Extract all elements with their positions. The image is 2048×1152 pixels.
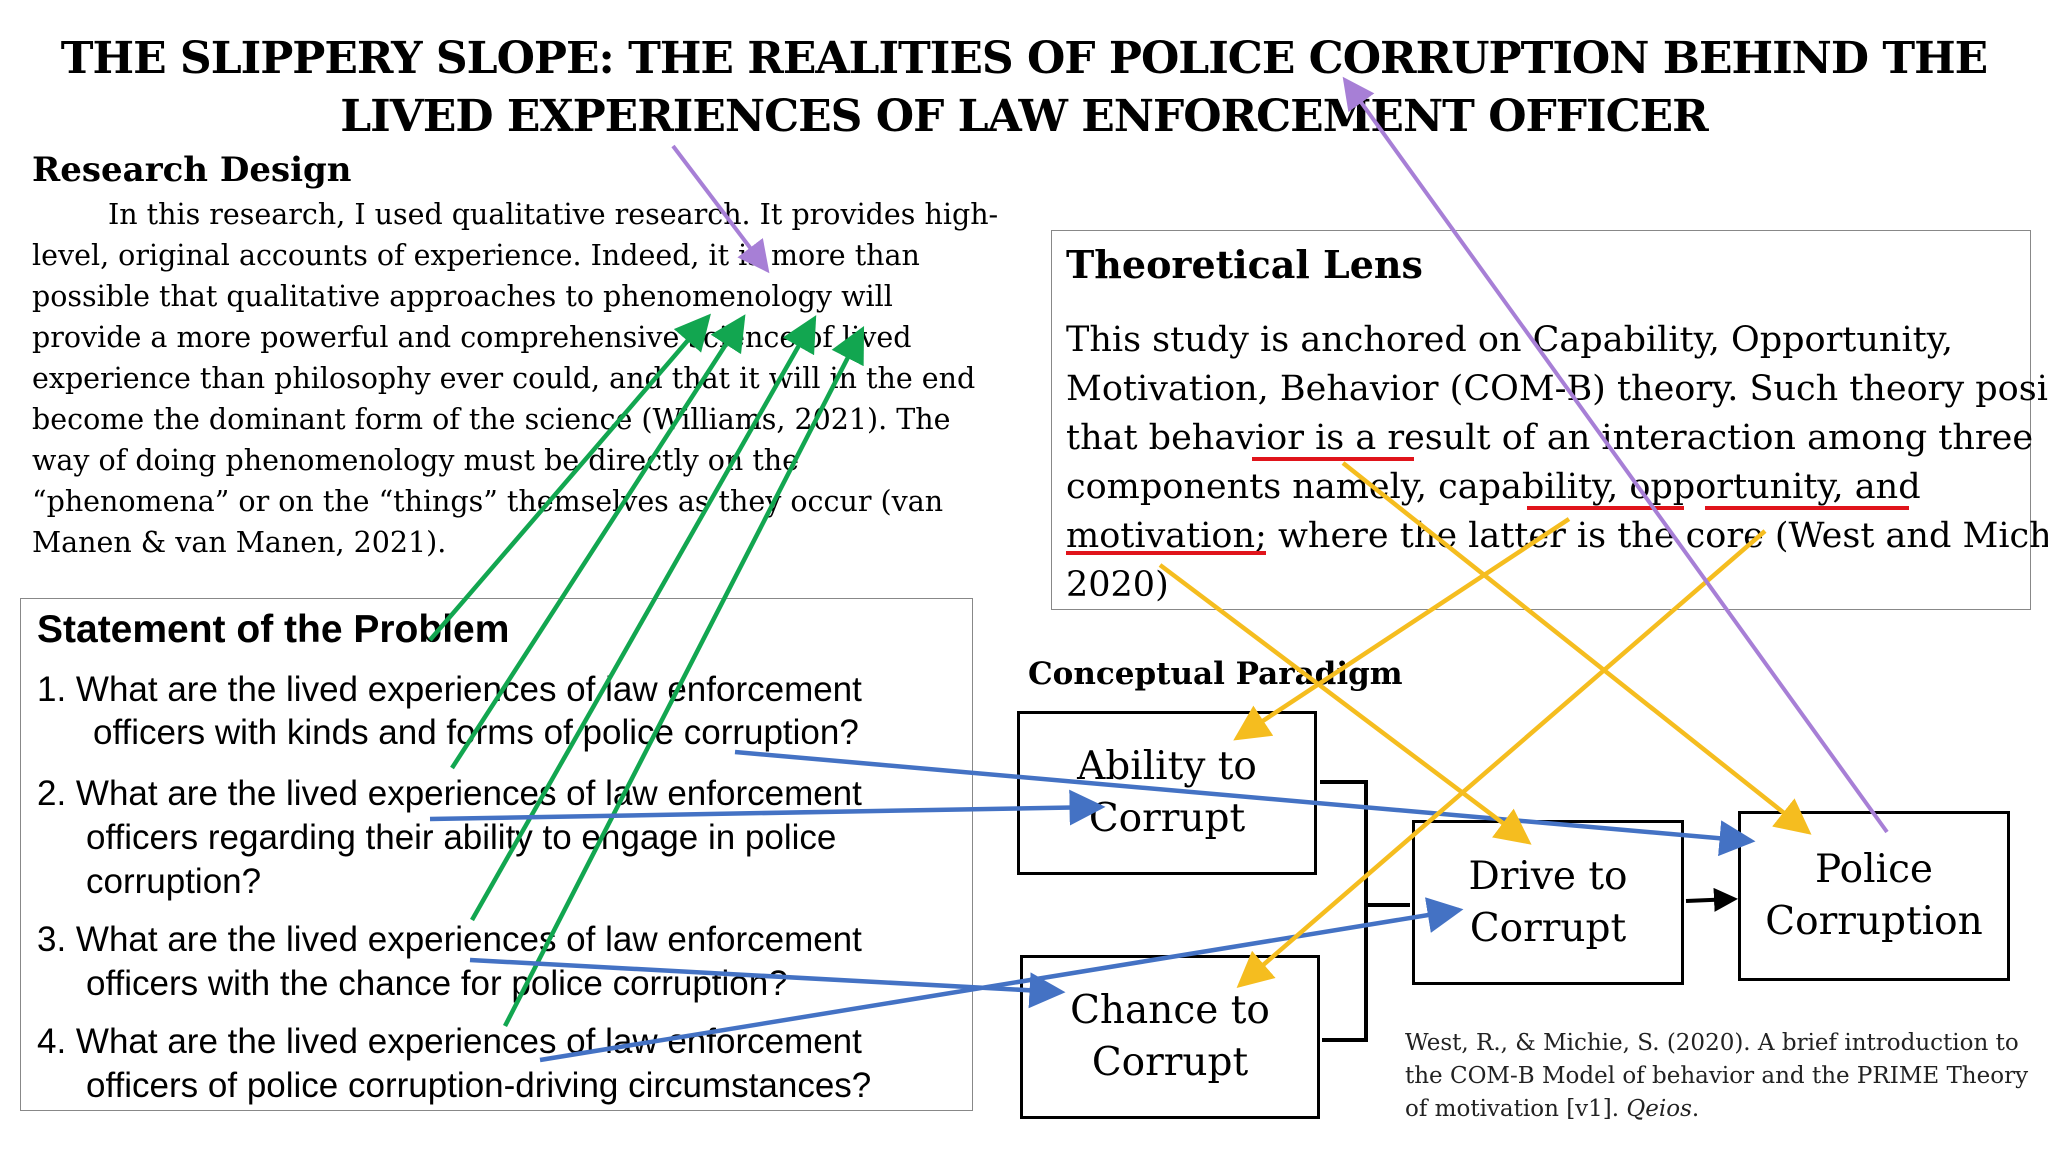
tl-line: Motivation, Behavior (COM-B) theory. Suc… — [1066, 369, 2048, 409]
node-label: Corruption — [1765, 899, 1983, 944]
rd-line: experience than philosophy ever could, a… — [32, 362, 976, 395]
node-label: Corrupt — [1469, 905, 1627, 951]
tl-line: This study is anchored on Capability, Op… — [1066, 320, 1953, 360]
rd-line: become the dominant form of the science … — [32, 403, 951, 436]
title-line-2: LIVED EXPERIENCES OF LAW ENFORCEMENT OFF… — [340, 91, 1709, 142]
question-4-line: 4. What are the lived experiences of law… — [37, 1022, 862, 1061]
node-label: Drive to — [1468, 853, 1628, 899]
node-label: Ability to — [1077, 744, 1257, 789]
bracket-connector — [1320, 780, 1368, 1042]
rd-line: In this research, I used qualitative res… — [108, 198, 999, 231]
theoretical-lens-heading: Theoretical Lens — [1066, 242, 1423, 287]
node-label: Chance to — [1070, 988, 1270, 1033]
rd-line: possible that qualitative approaches to … — [32, 280, 893, 313]
node-label: Corrupt — [1088, 796, 1246, 841]
statement-of-problem-heading: Statement of the Problem — [37, 608, 510, 651]
reference-line: of motivation [v1]. Qeios. — [1405, 1093, 2028, 1126]
theoretical-lens-body: This study is anchored on Capability, Op… — [1066, 316, 2048, 610]
question-3-line: officers with the chance for police corr… — [86, 964, 788, 1003]
question-1-line: 1. What are the lived experiences of law… — [37, 670, 862, 709]
question-2-line: 2. What are the lived experiences of law… — [37, 774, 862, 813]
rd-line: Manen & van Manen, 2021). — [32, 526, 447, 559]
research-design-heading: Research Design — [32, 150, 352, 190]
reference-citation: West, R., & Michie, S. (2020). A brief i… — [1405, 1027, 2028, 1126]
reference-text: . — [1691, 1096, 1700, 1122]
rd-line: way of doing phenomenology must be direc… — [32, 444, 800, 477]
question-2-line: corruption? — [86, 862, 262, 901]
question-4-line: officers of police corruption-driving ci… — [86, 1066, 872, 1105]
page-title: THE SLIPPERY SLOPE: THE REALITIES OF POL… — [0, 30, 2048, 146]
rd-line: provide a more powerful and comprehensiv… — [32, 321, 912, 354]
question-1-line: officers with kinds and forms of police … — [93, 713, 859, 752]
reference-line: West, R., & Michie, S. (2020). A brief i… — [1405, 1030, 2019, 1056]
node-police-corruption: Police Corruption — [1738, 811, 2010, 981]
reference-text: of motivation [v1]. — [1405, 1096, 1627, 1122]
reference-journal: Qeios — [1626, 1096, 1692, 1122]
node-label: Corrupt — [1091, 1040, 1249, 1085]
rd-line: “phenomena” or on the “things” themselve… — [32, 485, 944, 518]
question-2-line: officers regarding their ability to enga… — [86, 818, 837, 857]
tl-line: that behavior is a result of an interact… — [1066, 418, 2034, 458]
tl-line: components namely, capability, opportuni… — [1066, 467, 1921, 507]
reference-line: the COM-B Model of behavior and the PRIM… — [1405, 1063, 2029, 1089]
research-design-body: In this research, I used qualitative res… — [32, 194, 999, 563]
conceptual-paradigm-heading: Conceptual Paradigm — [1028, 656, 1403, 692]
node-label: Police — [1814, 847, 1933, 892]
drive-to-police-arrow — [1685, 887, 1738, 912]
question-3-line: 3. What are the lived experiences of law… — [37, 920, 862, 959]
tl-line: motivation; where the latter is the core… — [1066, 516, 2048, 556]
rd-line: level, original accounts of experience. … — [32, 239, 920, 272]
tl-line: 2020) — [1066, 565, 1169, 605]
node-drive-to-corrupt: Drive to Corrupt — [1412, 820, 1684, 985]
title-line-1: THE SLIPPERY SLOPE: THE REALITIES OF POL… — [60, 33, 1988, 84]
node-ability-to-corrupt: Ability to Corrupt — [1017, 711, 1317, 875]
node-chance-to-corrupt: Chance to Corrupt — [1020, 955, 1320, 1119]
